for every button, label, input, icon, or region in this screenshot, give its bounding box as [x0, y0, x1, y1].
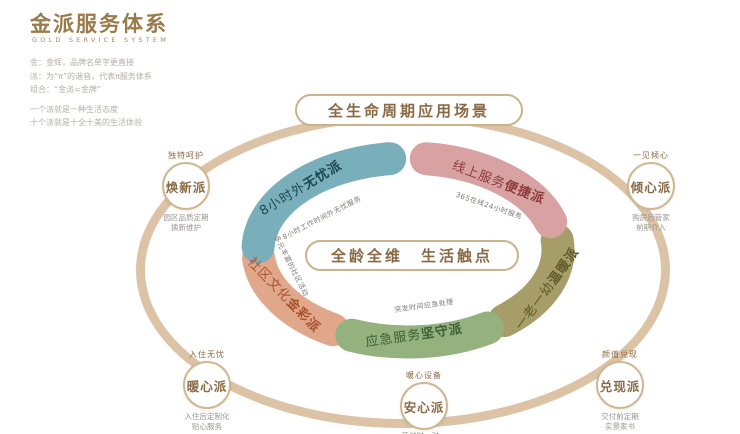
node-slogan: 暖心设备 [406, 371, 442, 380]
node-slogan: 独特呵护 [168, 151, 204, 160]
node-huanxin: 独特呵护 焕新派 园区品质定期 换新维护 [138, 150, 234, 233]
node-description: 交付时一对一 [402, 431, 447, 434]
node-qingxin: 一见倾心 倾心派 购房后管家 前期介入 [603, 150, 699, 233]
node-description: 入住后定制化 贴心服务 [185, 412, 230, 432]
node-desc-line: 贴心服务 [192, 422, 222, 432]
node-circle: 倾心派 [627, 162, 675, 210]
node-circle: 安心派 [400, 382, 448, 430]
arc-emergency-steadfast [335, 311, 504, 359]
arc-online-convenient [409, 142, 568, 239]
node-label: 暖心派 [186, 378, 228, 394]
node-label: 焕新派 [165, 179, 207, 195]
description-line: 派：为“π”的谐音，代表π服务体系 [30, 71, 152, 81]
node-desc-line: 园区品质定期 [163, 213, 209, 222]
node-label: 倾心派 [630, 179, 672, 195]
node-duixian: 颜值兑现 兑现派 交付前定期 实景家书 [572, 349, 668, 432]
description-line: 金：金辉，品牌名单字更直接 [30, 58, 134, 67]
node-desc-line: 购房后管家 [632, 213, 670, 222]
node-label: 兑现派 [599, 378, 641, 394]
node-desc-line: 交付时一对一 [402, 431, 447, 434]
node-description: 购房后管家 前期介入 [632, 213, 670, 233]
node-circle: 暖心派 [183, 361, 231, 409]
node-desc-line: 实景家书 [605, 422, 635, 432]
node-description: 交付前定期 实景家书 [601, 412, 639, 432]
node-description: 园区品质定期 换新维护 [164, 213, 209, 233]
description-line: 十个派就是十全十美的生活体验 [30, 118, 142, 127]
node-label: 安心派 [403, 399, 445, 415]
node-desc-line: 入住后定制化 [184, 412, 230, 421]
arc-community-colorful [242, 241, 350, 347]
lifecycle-scenario-badge: 全生命周期应用场景 [295, 94, 523, 126]
node-desc-line: 前期介入 [636, 223, 666, 233]
node-circle: 兑现派 [596, 361, 644, 409]
node-desc-line: 交付前定期 [601, 412, 639, 421]
life-touchpoint-badge: 全龄全维 生活触点 [305, 240, 519, 271]
node-slogan: 颜值兑现 [602, 350, 638, 359]
description-line: 一个派就是一种生活态度 [30, 104, 118, 114]
description-line: 组合：“金派=金牌” [30, 85, 101, 94]
node-anxin: 暖心设备 安心派 交付时一对一 [376, 370, 472, 434]
brand-logo-title: 金派服务体系 [30, 11, 168, 36]
brand-logo-subtitle: GOLD SERVICE SYSTEM [32, 36, 170, 44]
brand-description: 金：金辉，品牌名单字更直接 派：为“π”的谐音，代表π服务体系 组合：“金派=金… [30, 56, 152, 130]
arc-after-hours-worry-free [241, 142, 407, 264]
node-nuanxin: 入住无忧 暖心派 入住后定制化 贴心服务 [159, 349, 255, 432]
node-slogan: 一见倾心 [633, 151, 669, 160]
node-desc-line: 换新维护 [171, 223, 201, 233]
node-slogan: 入住无忧 [189, 350, 225, 359]
node-circle: 焕新派 [162, 162, 210, 210]
arc-elderly-child-warm [487, 223, 575, 337]
